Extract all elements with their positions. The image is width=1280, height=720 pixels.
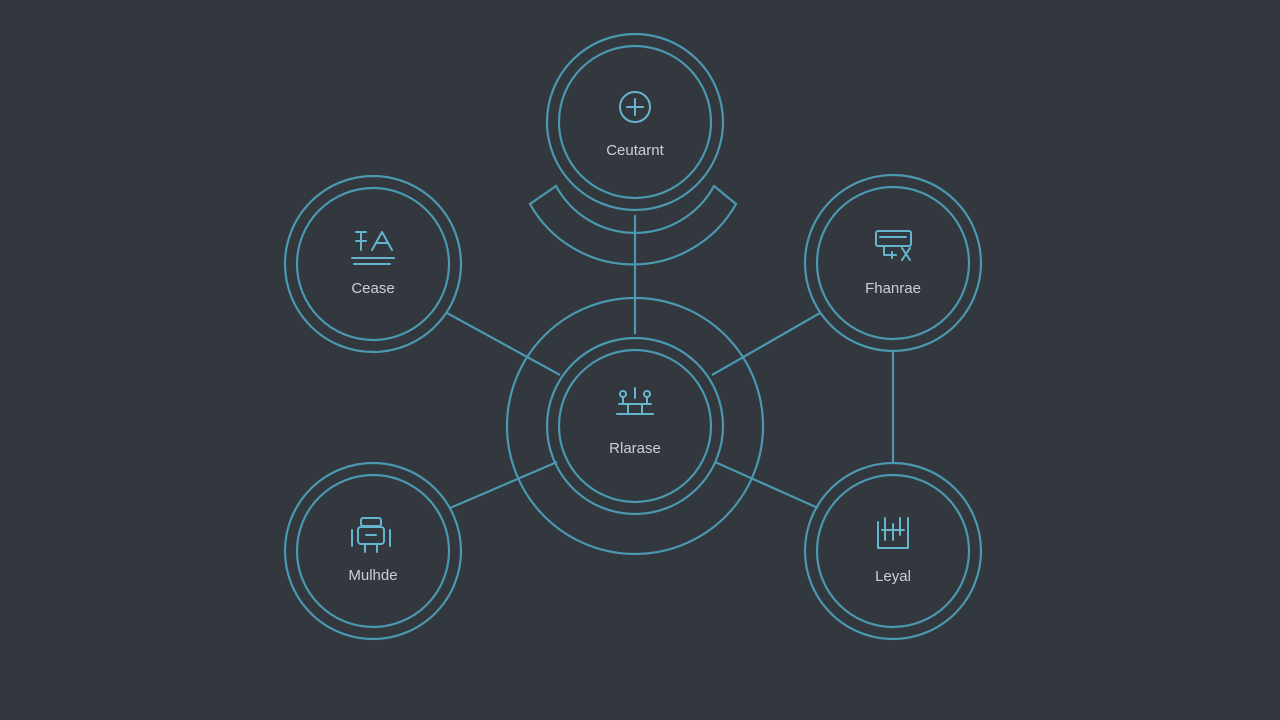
- top-node-arc: [528, 184, 738, 266]
- top-node-outer-ring: [545, 32, 725, 212]
- edge-lower-right-center: [714, 460, 819, 510]
- center-node-outer-ring: [505, 296, 765, 556]
- lower-right-node-inner-ring: [815, 473, 971, 629]
- lower-left-node-outer-ring: [283, 461, 463, 641]
- node-top[interactable]: Ceutarnt: [528, 32, 738, 266]
- device-icon: [351, 517, 391, 553]
- monitor-icon: [875, 230, 912, 261]
- plus-circle-icon: [619, 91, 651, 123]
- upper-right-node-outer-ring: [803, 173, 983, 353]
- upper-right-node-label: Fhanrae: [865, 280, 921, 297]
- top-node-label: Ceutarnt: [606, 142, 664, 159]
- circuit-icon: [616, 387, 654, 415]
- edge-upper-left-center: [446, 312, 561, 376]
- edge-upper-right-center: [711, 312, 821, 376]
- node-upper-right[interactable]: Fhanrae: [803, 173, 983, 353]
- document-icon: [877, 517, 909, 549]
- edge-lower-left-center: [449, 460, 558, 510]
- tools-icon: [351, 231, 395, 265]
- node-lower-right[interactable]: Leyal: [803, 461, 983, 641]
- upper-left-node-label: Cease: [351, 280, 394, 297]
- upper-left-node-outer-ring: [283, 174, 463, 354]
- lower-left-node-label: Mulhde: [348, 567, 397, 584]
- upper-left-node-inner-ring: [295, 186, 451, 342]
- node-upper-left[interactable]: Cease: [283, 174, 463, 354]
- node-center[interactable]: Rlarase: [505, 296, 765, 556]
- node-lower-left[interactable]: Mulhde: [283, 461, 463, 641]
- center-node-middle-ring: [545, 336, 725, 516]
- connections: [446, 215, 895, 510]
- center-node-label: Rlarase: [609, 440, 661, 457]
- lower-right-node-outer-ring: [803, 461, 983, 641]
- lower-left-node-inner-ring: [295, 473, 451, 629]
- center-node-inner-ring: [557, 348, 713, 504]
- lower-right-node-label: Leyal: [875, 568, 911, 585]
- top-node-inner-ring: [557, 44, 713, 200]
- upper-right-node-inner-ring: [815, 185, 971, 341]
